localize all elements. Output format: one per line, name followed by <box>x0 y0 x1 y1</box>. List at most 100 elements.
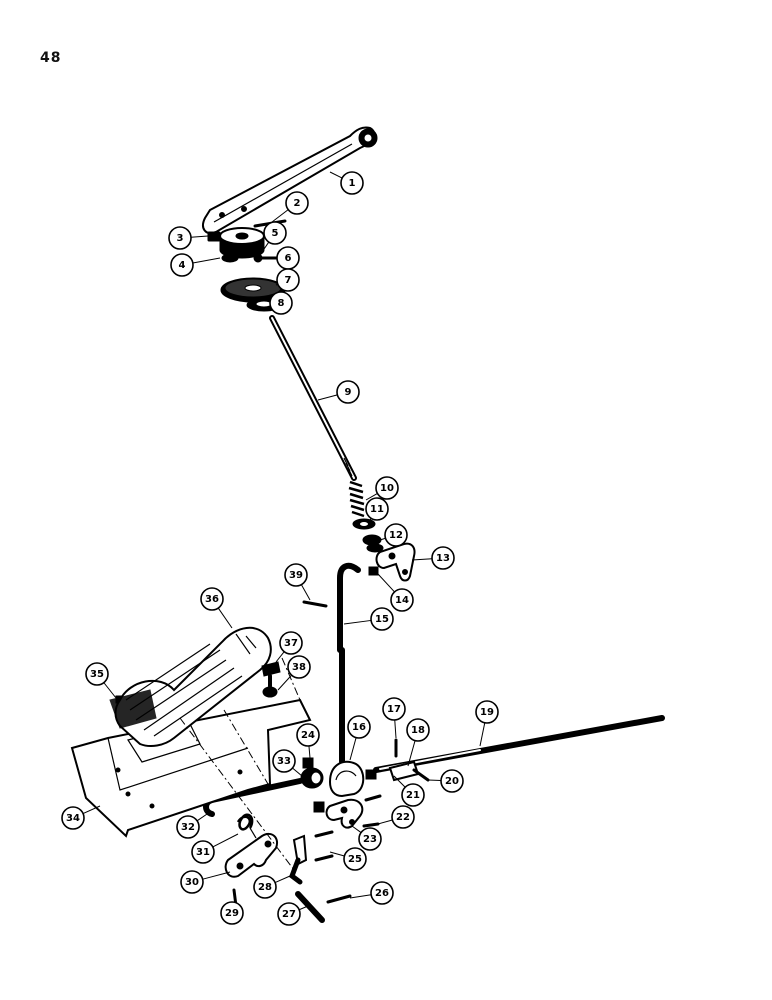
callout-39: 39 <box>284 563 311 601</box>
callout-circle-19 <box>475 700 499 724</box>
callout-number-17: 17 <box>387 704 401 715</box>
callout-leader-2 <box>271 209 289 223</box>
link-rod <box>295 891 325 923</box>
callout-circle-23 <box>358 827 382 851</box>
callout-25: 25 <box>329 847 367 871</box>
callout-circle-12 <box>384 523 408 547</box>
callout-leader-19 <box>479 722 486 747</box>
callout-35: 35 <box>85 662 117 699</box>
callout-number-37: 37 <box>284 638 298 649</box>
callout-circle-16 <box>347 715 371 739</box>
callout-7: 7 <box>275 268 300 292</box>
hand-throttle-lever <box>202 126 378 234</box>
callout-circle-17 <box>382 697 406 721</box>
callout-leader-35 <box>103 682 117 699</box>
callout-circle-32 <box>176 815 200 839</box>
lever-bolts <box>314 830 334 862</box>
throttle-arm <box>375 542 416 582</box>
lower-throttle-rod <box>339 647 355 775</box>
callout-28: 28 <box>253 875 291 899</box>
callout-27: 27 <box>277 902 309 926</box>
callout-circle-25 <box>343 847 367 871</box>
callout-number-18: 18 <box>411 725 425 736</box>
callout-38: 38 <box>277 655 311 691</box>
callout-leader-25 <box>329 851 345 857</box>
set-screw-lower <box>302 757 314 769</box>
callout-24: 24 <box>296 723 320 759</box>
callout-leader-13 <box>411 558 433 561</box>
arm-nut-upper <box>368 566 379 576</box>
callout-number-12: 12 <box>389 530 403 541</box>
callout-leader-30 <box>202 871 231 880</box>
callout-circle-36 <box>200 587 224 611</box>
callout-leader-27 <box>298 905 309 911</box>
callout-leader-39 <box>300 584 311 601</box>
callout-3: 3 <box>168 226 209 250</box>
callout-circle-20 <box>440 769 464 793</box>
callout-number-2: 2 <box>294 198 301 209</box>
callout-leader-3 <box>190 235 209 238</box>
callout-number-10: 10 <box>380 483 394 494</box>
callout-1: 1 <box>329 171 364 195</box>
callout-circle-11 <box>365 497 389 521</box>
control-shaft <box>269 315 357 481</box>
callout-circle-1 <box>340 171 364 195</box>
callout-21: 21 <box>393 775 425 807</box>
callout-leader-24 <box>308 745 311 759</box>
callout-circle-3 <box>168 226 192 250</box>
callout-number-34: 34 <box>66 813 80 824</box>
callout-circle-28 <box>253 875 277 899</box>
bell-crank <box>325 798 364 829</box>
callout-leader-21 <box>393 775 406 788</box>
callout-leader-14 <box>377 573 395 593</box>
callout-number-35: 35 <box>90 669 104 680</box>
callout-circle-13 <box>431 546 455 570</box>
callout-leader-37 <box>275 651 285 663</box>
callout-20: 20 <box>427 769 464 793</box>
spring-washer <box>352 518 376 530</box>
callout-26: 26 <box>349 881 394 905</box>
callout-circle-4 <box>170 253 194 277</box>
pedal-pivot-bolt <box>261 661 281 688</box>
callout-circle-2 <box>285 191 309 215</box>
callout-circle-37 <box>279 631 303 655</box>
callout-circle-26 <box>370 881 394 905</box>
callout-leader-36 <box>217 607 233 629</box>
callout-circle-34 <box>61 806 85 830</box>
callout-number-26: 26 <box>375 888 389 899</box>
callout-10: 10 <box>365 476 399 501</box>
page-number: 48 <box>40 50 62 66</box>
pedal-pivot-nut <box>262 686 278 698</box>
callout-number-38: 38 <box>292 662 306 673</box>
callout-circle-5 <box>263 221 287 245</box>
callout-8: 8 <box>269 291 293 315</box>
callout-number-29: 29 <box>225 908 239 919</box>
callout-number-36: 36 <box>205 594 219 605</box>
callout-31: 31 <box>191 833 239 864</box>
callout-number-22: 22 <box>396 812 410 823</box>
callout-number-1: 1 <box>349 178 356 189</box>
set-screw <box>207 231 221 242</box>
callout-23: 23 <box>351 825 382 851</box>
shaft-spring <box>348 480 365 518</box>
crank-pins <box>362 794 382 828</box>
callout-4: 4 <box>170 253 221 277</box>
callout-circle-18 <box>406 718 430 742</box>
callout-6: 6 <box>270 246 300 270</box>
callout-leader-28 <box>274 875 291 884</box>
callout-5: 5 <box>261 221 287 253</box>
callout-circle-8 <box>269 291 293 315</box>
callout-number-33: 33 <box>277 756 291 767</box>
callout-29: 29 <box>220 901 244 925</box>
callout-number-15: 15 <box>375 614 389 625</box>
callout-leader-23 <box>351 825 362 833</box>
callout-leader-22 <box>377 819 393 825</box>
callout-circle-22 <box>391 805 415 829</box>
callout-number-27: 27 <box>282 909 296 920</box>
callout-number-31: 31 <box>196 847 210 858</box>
callout-number-21: 21 <box>406 790 420 801</box>
upper-throttle-rod <box>337 562 361 653</box>
callout-14: 14 <box>377 573 414 612</box>
callout-circle-33 <box>272 749 296 773</box>
callout-17: 17 <box>382 697 406 739</box>
